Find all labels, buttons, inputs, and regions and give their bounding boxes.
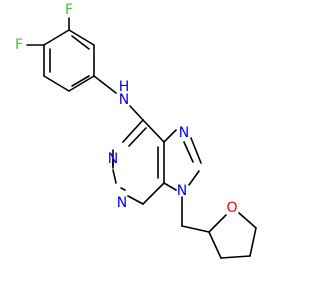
atom-labels: F F N H N N N N O [15, 2, 238, 216]
bond [128, 127, 147, 147]
imidazole-nitrogen-atom: N [177, 183, 187, 199]
fluorine-atom: F [15, 37, 23, 53]
bond [238, 212, 257, 229]
bond [163, 182, 177, 191]
oxygen-atom: O [226, 200, 237, 216]
bond [181, 225, 210, 233]
bond [68, 75, 95, 92]
bond [127, 195, 144, 205]
bond [190, 137, 202, 164]
bond [249, 227, 257, 257]
bond [208, 214, 227, 233]
bond [183, 141, 194, 163]
bond [120, 187, 126, 191]
bond [71, 75, 90, 87]
bond [112, 169, 117, 184]
bond [68, 29, 95, 46]
bonds [26, 17, 257, 259]
bond [93, 75, 117, 94]
amine-nitrogen-atom: N [119, 92, 129, 108]
bond [71, 35, 90, 50]
bond [43, 75, 70, 92]
bond [163, 129, 177, 143]
bond [122, 119, 144, 143]
pyrimidine-nitrogen-atom: N [108, 151, 118, 167]
bond [142, 182, 165, 205]
bond [188, 170, 200, 186]
molecule-structure: F F N H N N N N O [15, 2, 257, 259]
fluorine-atom: F [65, 2, 73, 18]
bond [43, 29, 70, 46]
pyrimidine-nitrogen-atom: N [117, 195, 127, 211]
amine-hydrogen-atom: H [119, 79, 130, 95]
bond [129, 105, 144, 121]
bond [220, 255, 251, 259]
imidazole-nitrogen-atom: N [179, 125, 189, 141]
bond [142, 119, 165, 143]
bond [208, 231, 222, 259]
